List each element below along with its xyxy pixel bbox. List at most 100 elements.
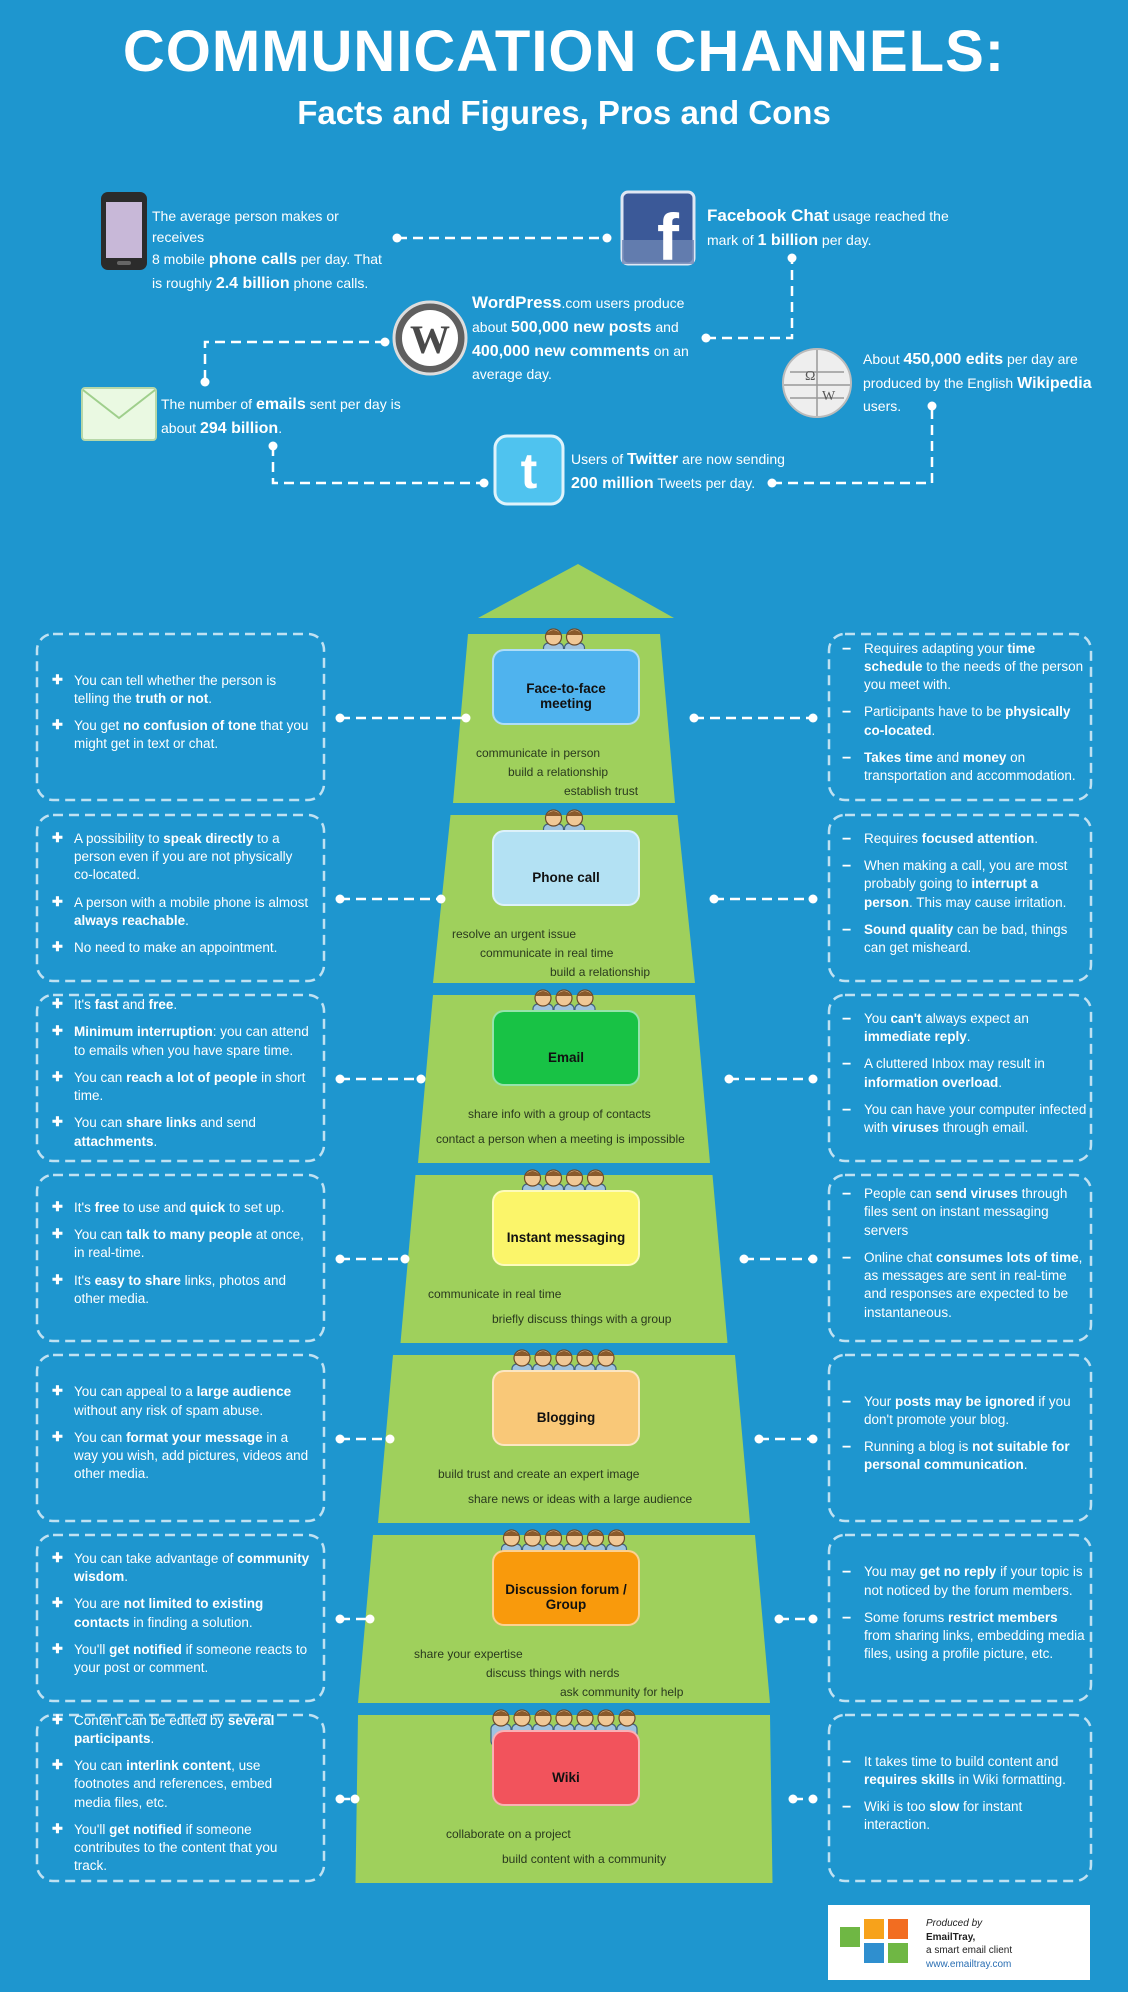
plus-icon: ✚ bbox=[52, 1226, 63, 1242]
channel-activity: briefly discuss things with a group bbox=[492, 1312, 672, 1326]
channel-activity: share news or ideas with a large audienc… bbox=[468, 1492, 693, 1506]
pros-box bbox=[35, 1713, 326, 1883]
minus-icon: − bbox=[842, 749, 852, 767]
connector-pros-dot bbox=[365, 1614, 375, 1624]
pro-item: ✚You can tell whether the person is tell… bbox=[52, 671, 277, 706]
pros-box bbox=[35, 993, 326, 1163]
logo-square bbox=[888, 1943, 908, 1963]
connector-wordpress-email bbox=[203, 340, 385, 382]
pros-list: ✚It's free to use and quick to set up.✚Y… bbox=[40, 1175, 312, 1341]
con-item: −You can have your computer infected wit… bbox=[842, 1101, 1087, 1135]
logo-square bbox=[864, 1943, 884, 1963]
minus-icon: − bbox=[842, 1799, 852, 1816]
envelope-icon bbox=[81, 387, 157, 441]
minus-icon: − bbox=[842, 1753, 852, 1771]
minus-icon: − bbox=[842, 1564, 852, 1582]
connector-pros-dot bbox=[350, 1794, 360, 1804]
connector-twitter-wikipedia bbox=[772, 406, 934, 485]
svg-text:t: t bbox=[521, 443, 538, 499]
channel-box: Instant messaging bbox=[492, 1190, 640, 1266]
plus-icon: ✚ bbox=[52, 1023, 63, 1039]
connector-cons-dot bbox=[709, 894, 719, 904]
pro-item: ✚It's free to use and quick to set up. bbox=[52, 1198, 285, 1215]
cons-list: −Your posts may be ignored if you don't … bbox=[830, 1355, 1088, 1521]
credit-link[interactable]: www.emailtray.com bbox=[926, 1958, 1012, 1970]
channel-name: Blogging bbox=[536, 1409, 596, 1425]
plus-icon: ✚ bbox=[52, 1711, 63, 1727]
pros-list: ✚You can tell whether the person is tell… bbox=[40, 634, 312, 800]
connector-pros-dot bbox=[436, 894, 446, 904]
con-item: −Wiki is too slow for instant interactio… bbox=[842, 1799, 1023, 1833]
channel-activity: build a relationship bbox=[550, 965, 651, 979]
connector-twitter-wikipedia-dot bbox=[927, 401, 937, 411]
minus-icon: − bbox=[842, 1249, 852, 1267]
svg-text:W: W bbox=[822, 389, 836, 404]
cons-list: −It takes time to build content and requ… bbox=[830, 1715, 1088, 1881]
connector-cons-dot bbox=[724, 1074, 734, 1084]
cons-box bbox=[827, 993, 1093, 1163]
plus-icon: ✚ bbox=[52, 1198, 63, 1214]
channel-box: Phone call bbox=[492, 830, 640, 906]
channel-activity: build a relationship bbox=[508, 765, 609, 779]
pro-item: ✚No need to make an appointment. bbox=[52, 938, 278, 955]
minus-icon: − bbox=[842, 830, 852, 848]
fact-email: The number of emails sent per day is abo… bbox=[161, 396, 401, 437]
connector-wordpress-email-dot bbox=[380, 337, 390, 347]
emailtray-logo bbox=[840, 1919, 908, 1963]
connector-cons-dot bbox=[808, 1074, 818, 1084]
pro-item: ✚You are not limited to existing contact… bbox=[52, 1595, 264, 1630]
plus-icon: ✚ bbox=[52, 938, 63, 954]
channel-activity: communicate in real time bbox=[480, 946, 614, 960]
channel-name: Discussion forum / Group bbox=[505, 1582, 627, 1612]
pro-item: ✚You can format your message in a way yo… bbox=[52, 1428, 309, 1482]
plus-icon: ✚ bbox=[52, 1068, 63, 1084]
minus-icon: − bbox=[842, 1010, 852, 1028]
minus-icon: − bbox=[842, 1439, 852, 1456]
channel-name: Email bbox=[547, 1049, 585, 1065]
facebook-icon: f bbox=[620, 190, 696, 274]
plus-icon: ✚ bbox=[52, 1820, 63, 1836]
connector-pros-dot bbox=[335, 1254, 345, 1264]
connector-cons-dot bbox=[808, 1434, 818, 1444]
minus-icon: − bbox=[842, 858, 852, 876]
pros-box bbox=[35, 1353, 326, 1523]
channel-box: Email bbox=[492, 1010, 640, 1086]
con-item: −Participants have to be physically co-l… bbox=[842, 704, 1071, 738]
fact-wordpress: WordPress.com users produce about 500,00… bbox=[472, 293, 689, 382]
fact-phone: The average person makes or receives 8 m… bbox=[152, 208, 382, 292]
connector-pros-dot bbox=[335, 894, 345, 904]
cons-list: −You can't always expect an immediate re… bbox=[830, 995, 1088, 1161]
connector-cons-dot bbox=[788, 1794, 798, 1804]
channel-activity: share info with a group of contacts bbox=[468, 1107, 651, 1121]
channel-name: Wiki bbox=[552, 1769, 580, 1785]
con-item: −Running a blog is not suitable for pers… bbox=[842, 1439, 1070, 1473]
connector-email-twitter bbox=[271, 446, 484, 485]
connector-pros-dot bbox=[335, 1614, 345, 1624]
connector-wordpress-facebook-dot bbox=[701, 333, 711, 343]
pro-item: ✚A person with a mobile phone is almost … bbox=[52, 893, 309, 928]
channel-activity: resolve an urgent issue bbox=[452, 927, 577, 941]
pro-item: ✚You can take advantage of community wis… bbox=[52, 1549, 310, 1585]
pro-item: ✚You can reach a lot of people in short … bbox=[52, 1068, 306, 1104]
pros-list: ✚It's fast and free.✚Minimum interruptio… bbox=[40, 995, 312, 1161]
phone-icon bbox=[101, 192, 147, 270]
plus-icon: ✚ bbox=[52, 1383, 63, 1399]
minus-icon: − bbox=[842, 1186, 852, 1204]
connector-wordpress-facebook-dot bbox=[787, 253, 797, 263]
cons-box bbox=[827, 813, 1093, 983]
connector-pros-dot bbox=[335, 1794, 345, 1804]
fact-wikipedia: About 450,000 edits per day are produced… bbox=[863, 351, 1092, 414]
channel-box: Face-to-face meeting bbox=[492, 649, 640, 725]
cons-list: −Requires adapting your time schedule to… bbox=[830, 634, 1088, 800]
connector-pros-dot bbox=[385, 1434, 395, 1444]
pro-item: ✚It's fast and free. bbox=[52, 996, 178, 1013]
pro-item: ✚It's easy to share links, photos and ot… bbox=[52, 1271, 286, 1306]
channel-activity: collaborate on a project bbox=[446, 1827, 571, 1841]
minus-icon: − bbox=[842, 921, 852, 939]
channel-name: Face-to-face meeting bbox=[526, 681, 606, 711]
con-item: −Some forums restrict members from shari… bbox=[842, 1609, 1085, 1662]
twitter-icon: t bbox=[493, 434, 565, 506]
con-item: −When making a call, you are most probab… bbox=[842, 858, 1068, 910]
channel-activity: ask community for help bbox=[560, 1685, 684, 1699]
channel-activity: communicate in real time bbox=[428, 1287, 562, 1301]
